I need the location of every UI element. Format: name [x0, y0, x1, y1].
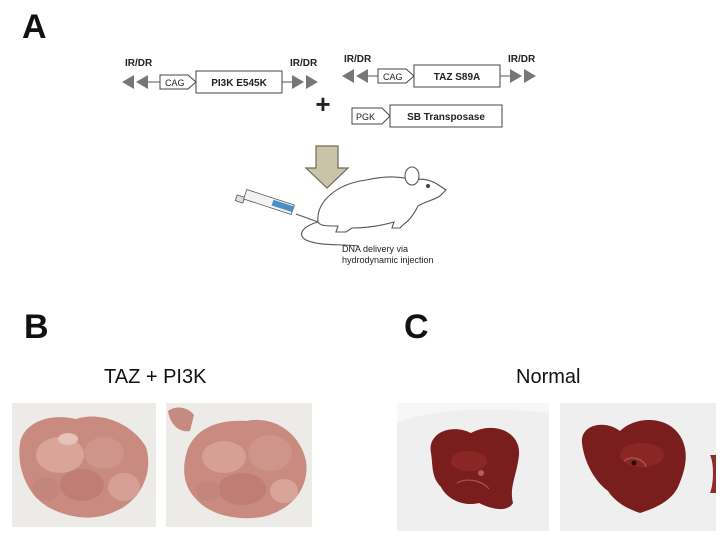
pi3k-gene-label: PI3K E545K: [211, 78, 267, 89]
cag-promoter-arrow: [377, 68, 415, 84]
down-arrow-icon: [304, 145, 350, 189]
transposase-promoter-label: PGK: [356, 112, 375, 122]
itr-triangle-icon: [122, 75, 134, 89]
pi3k-right-itr-label: IR/DR: [290, 58, 318, 69]
normal-liver-photo-1: [397, 403, 549, 531]
taz-gene-label: TAZ S89A: [434, 72, 481, 83]
mouse-icon: [301, 166, 447, 247]
panel-label-b: B: [24, 308, 49, 346]
injection-caption-line2: hydrodynamic injection: [342, 255, 434, 265]
construct-schematic: IR/DR CAG PI3K E545K IR/DR IR/DR CAG TAZ…: [122, 54, 536, 265]
itr-triangle-icon: [306, 75, 318, 89]
taz-left-itr-label: IR/DR: [344, 54, 372, 65]
normal-liver-photo-2: [560, 403, 716, 531]
pi3k-construct: IR/DR CAG PI3K E545K IR/DR: [122, 58, 318, 94]
itr-triangle-icon: [356, 69, 368, 83]
panel-b-caption: TAZ + PI3K: [104, 366, 207, 388]
itr-triangle-icon: [136, 75, 148, 89]
taz-construct: IR/DR CAG TAZ S89A IR/DR: [342, 54, 536, 88]
itr-triangle-icon: [342, 69, 354, 83]
transposase-gene-box: [389, 104, 503, 128]
cag-promoter-arrow: [159, 74, 197, 90]
panel-c-caption: Normal: [516, 366, 581, 388]
itr-triangle-icon: [510, 69, 522, 83]
itr-triangle-icon: [524, 69, 536, 83]
injection-caption-line1: DNA delivery via: [342, 244, 408, 254]
panel-label-c: C: [404, 308, 429, 346]
transposase-gene-label: SB Transposase: [407, 112, 485, 123]
taz-pi3k-liver-photo-2: [166, 403, 312, 527]
pgk-promoter-arrow: [351, 107, 391, 125]
panel-label-a: A: [22, 8, 47, 46]
pi3k-promoter-label: CAG: [165, 78, 185, 88]
pi3k-left-itr-label: IR/DR: [125, 58, 153, 69]
syringe-icon: [234, 189, 319, 223]
taz-right-itr-label: IR/DR: [508, 54, 536, 65]
taz-pi3k-liver-photo-1: [12, 403, 156, 527]
itr-triangle-icon: [292, 75, 304, 89]
transposase-construct: PGK SB Transposase: [351, 104, 503, 128]
taz-promoter-label: CAG: [383, 72, 403, 82]
plus-sign: +: [315, 89, 330, 119]
